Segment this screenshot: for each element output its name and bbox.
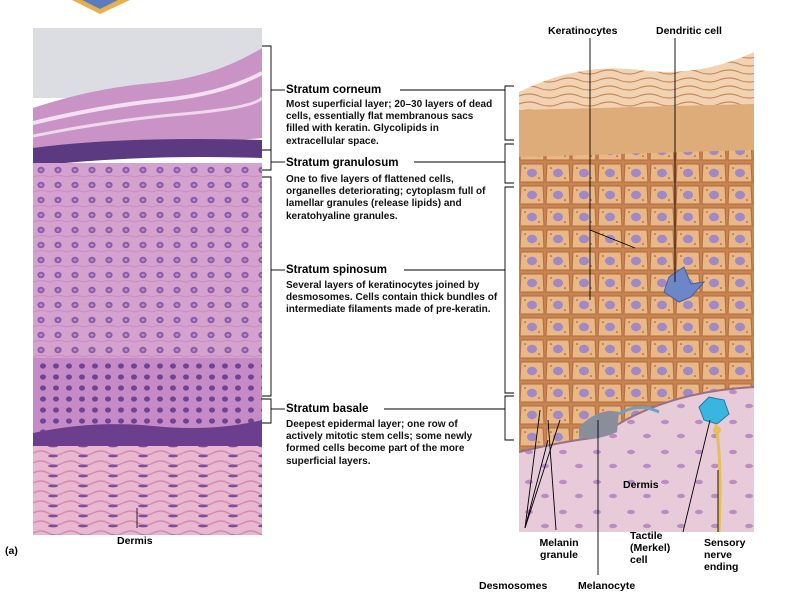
layer-desc-granulosum: One to five layers of flattened cells, o…	[286, 174, 498, 223]
layer-title-granulosum: Stratum granulosum	[286, 157, 398, 169]
tactile-cell-label: Tactile (Merkel) cell	[630, 530, 678, 566]
layer-title-basale: Stratum basale	[286, 403, 368, 415]
layer-desc-corneum: Most superficial layer; 20–30 layers of …	[286, 99, 498, 148]
layer-title-spinosum: Stratum spinosum	[286, 264, 387, 276]
layer-desc-basale: Deepest epidermal layer; one row of acti…	[286, 419, 486, 468]
sensory-nerve-label: Sensory nerve ending	[704, 537, 752, 573]
melanin-granule-label: Melanin granule	[539, 537, 579, 561]
dermis-label-right: Dermis	[623, 479, 659, 491]
layer-title-corneum: Stratum corneum	[286, 84, 381, 96]
dendritic-cell-label: Dendritic cell	[656, 25, 722, 37]
layer-desc-spinosum: Several layers of keratinocytes joined b…	[286, 280, 498, 317]
keratinocytes-label: Keratinocytes	[548, 25, 617, 37]
melanocyte-label: Melanocyte	[578, 580, 635, 592]
desmosomes-label: Desmosomes	[479, 580, 547, 592]
